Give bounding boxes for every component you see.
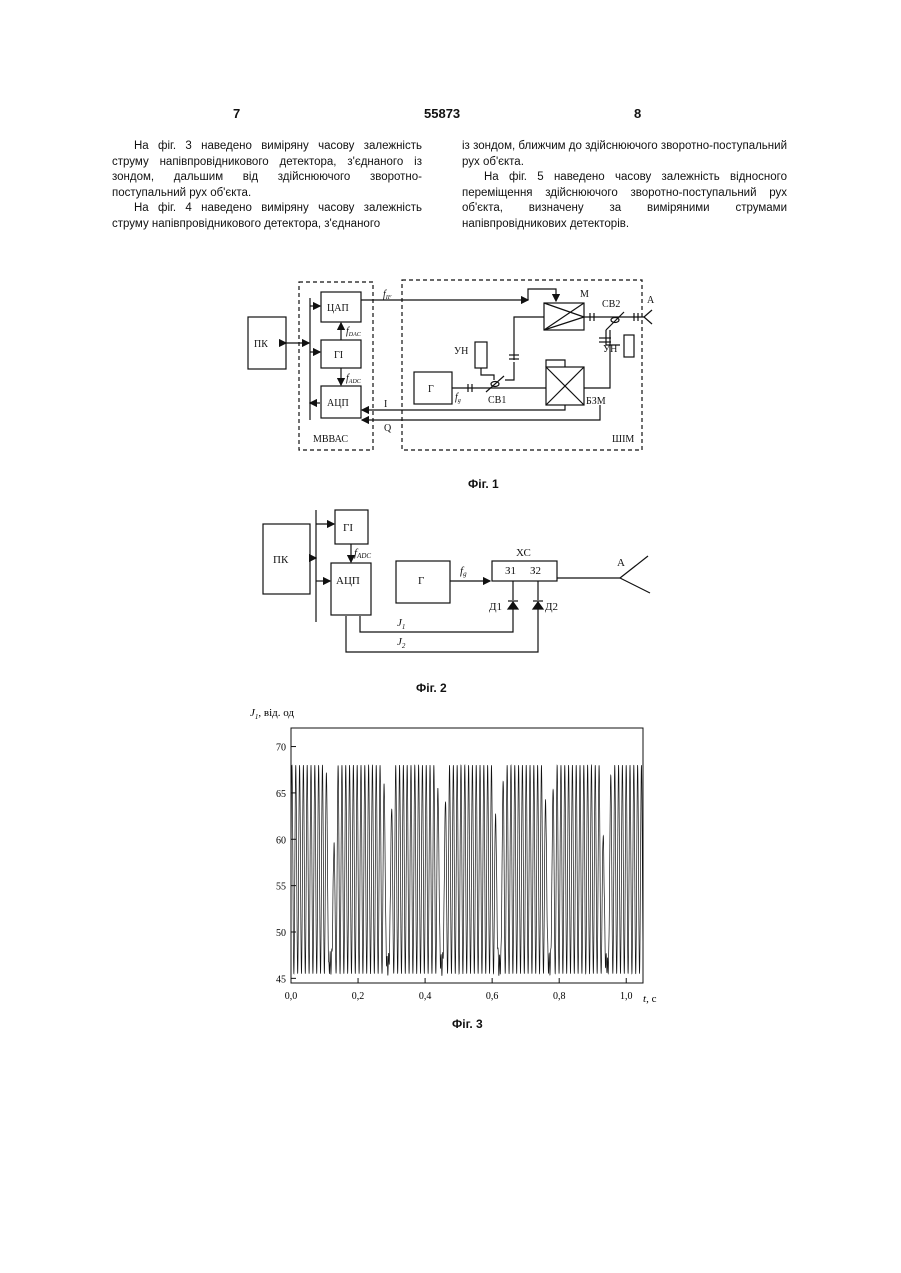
y-tick-label: 55 <box>276 882 286 893</box>
y-tick-label: 70 <box>276 743 286 754</box>
y-tick-label: 45 <box>276 974 286 985</box>
y-tick-label: 65 <box>276 789 286 800</box>
y-tick-label: 60 <box>276 835 286 846</box>
x-axis-label: t, с <box>643 993 657 1005</box>
x-tick-label: 0,6 <box>486 991 499 1002</box>
y-tick-label: 50 <box>276 928 286 939</box>
x-tick-label: 0,4 <box>419 991 432 1002</box>
series-line <box>291 765 643 975</box>
x-tick-label: 0,2 <box>352 991 365 1002</box>
x-tick-label: 1,0 <box>620 991 633 1002</box>
x-tick-label: 0,8 <box>553 991 566 1002</box>
figure-3-caption: Фіг. 3 <box>452 1017 483 1031</box>
x-tick-label: 0,0 <box>285 991 298 1002</box>
y-axis-label: J1, від. од <box>250 707 294 721</box>
